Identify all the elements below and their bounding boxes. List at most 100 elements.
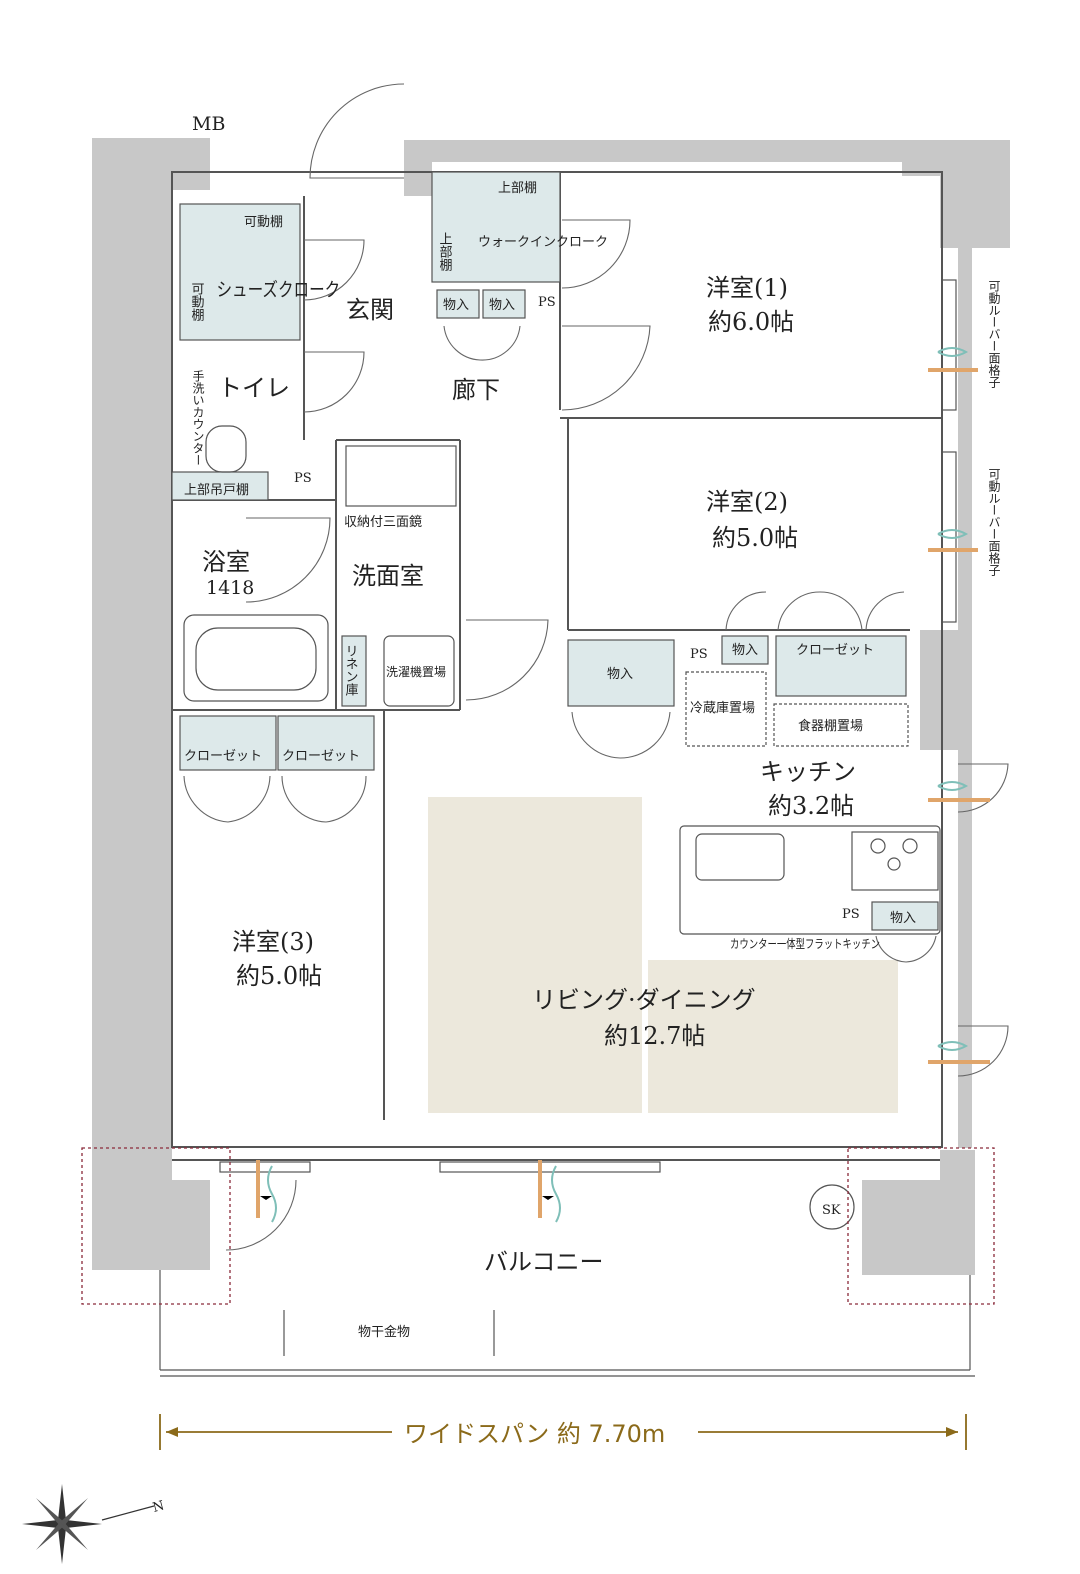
- sink: [345, 445, 457, 507]
- door-side-kitchen: [957, 763, 1009, 813]
- western1-size: 約6.0帖: [708, 308, 794, 336]
- door-hall-storage: [443, 325, 521, 361]
- kitchen-name: キッチン: [760, 758, 856, 786]
- dish-shelf-spot: [773, 703, 909, 747]
- bath-name: 浴室: [202, 548, 250, 576]
- wall-right-mid: [920, 630, 960, 750]
- walkin-closet: [431, 171, 561, 283]
- window-marker-2: [542, 1196, 554, 1200]
- toilet-label: トイレ: [218, 374, 290, 402]
- storage-1: [436, 289, 480, 319]
- storage-areas: [171, 171, 939, 931]
- closet-kitchen: [775, 635, 907, 697]
- western3-name: 洋室(3): [232, 928, 314, 956]
- doors: [183, 83, 1009, 1251]
- door-balcony-left: [225, 1179, 297, 1251]
- burner-2: [902, 838, 918, 854]
- dining-floor: [648, 960, 898, 1113]
- linen-label: リネン庫: [343, 644, 359, 696]
- marker-balcony-right: [847, 1147, 995, 1305]
- upper-hanging-shelf-label: 上部吊戸棚: [184, 483, 249, 498]
- western2-size: 約5.0帖: [712, 524, 798, 552]
- western1-name: 洋室(1): [706, 274, 788, 302]
- washer-label: 洗濯機置場: [386, 664, 446, 679]
- hallway-label: 廊下: [452, 376, 500, 404]
- storage-small-label: 物入: [732, 643, 758, 658]
- washroom-label: 洗面室: [352, 562, 424, 590]
- linen-storage: [341, 635, 367, 707]
- wide-span: ワイドスパン 約 7.70m: [159, 1414, 967, 1450]
- living-floor: [428, 797, 642, 1113]
- door-storage-kitchen: [571, 711, 671, 759]
- wall-left: [92, 138, 210, 1152]
- fridge-spot: [685, 671, 767, 747]
- storage-kitchen-label: 物入: [607, 667, 633, 682]
- wall-bottom-right: [862, 1150, 975, 1275]
- sk-circle: [809, 1184, 855, 1230]
- window-w1: [941, 279, 957, 411]
- kitchen-sink: [695, 833, 785, 881]
- vertical-labels: 上部棚 可動棚 手洗いカウンター リネン庫 可動ルーバー面格子 可動ルーバー面格…: [189, 232, 1002, 696]
- closet-right-label: クローゼット: [282, 749, 360, 764]
- bath-size: 1418: [206, 577, 254, 599]
- door-shoes: [303, 239, 365, 301]
- upper-shelf-label: 上部棚: [498, 181, 537, 196]
- stove: [851, 831, 939, 891]
- storage-2: [482, 289, 526, 319]
- wall-bottom-left: [92, 1150, 210, 1270]
- kitchen-size: 約3.2帖: [768, 792, 854, 820]
- kitchen-counter: [679, 825, 941, 935]
- counter-kitchen-label: カウンター一体型フラットキッチン: [730, 937, 880, 951]
- door-washroom: [465, 619, 549, 701]
- walkin-label: ウォークインクローク: [478, 235, 608, 250]
- burner-3: [887, 857, 901, 871]
- door-walkin: [561, 219, 631, 289]
- ps-label-1: PS: [538, 295, 556, 310]
- door-bath: [245, 517, 331, 603]
- burner-1: [870, 838, 886, 854]
- mb-label: MB: [192, 113, 225, 135]
- door-closets-left: [183, 775, 367, 823]
- closet-left-label: クローゼット: [184, 749, 262, 764]
- window-w3: [219, 1161, 311, 1173]
- shoes-cloak-label: シューズクローク: [216, 280, 340, 302]
- ps-label-2: PS: [294, 471, 312, 486]
- compass: N: [22, 1484, 166, 1564]
- marker-balcony-left: [81, 1147, 231, 1305]
- compass-north: N: [151, 1498, 166, 1515]
- ld-name: リビング·ダイニング: [532, 986, 756, 1014]
- shoes-closet: [179, 203, 301, 341]
- door-side-ld: [957, 1025, 1009, 1077]
- louver-label-1: 可動ルーバー面格子: [987, 280, 1001, 388]
- closet-right: [277, 715, 375, 771]
- washer-spot: [383, 635, 455, 707]
- door-toilet: [303, 351, 365, 413]
- movable-shelf-side: 可動棚: [189, 282, 205, 321]
- fixtures: [159, 425, 975, 1377]
- storage-kitchen: [567, 639, 675, 707]
- bathtub: [183, 614, 329, 702]
- storage-small: [721, 635, 769, 665]
- front-door: [309, 83, 405, 179]
- storage-pantry: [871, 901, 939, 931]
- mirror-label: 収納付三面鏡: [344, 515, 422, 530]
- window-marker-1: [260, 1196, 272, 1200]
- wide-span-label: ワイドスパン 約 7.70m: [404, 1420, 665, 1448]
- wall-right-strip: [958, 248, 972, 1148]
- wall-top-center: [404, 140, 432, 196]
- labels: MB 上部棚 ウォークインクローク 可動棚 シューズクローク 玄関 物入 物入 …: [184, 113, 916, 1340]
- storage-2-label: 物入: [489, 298, 515, 313]
- movable-shelf-top-label: 可動棚: [244, 215, 283, 230]
- upper-shelf-vertical: 上部棚: [437, 232, 453, 271]
- balcony-label: バルコニー: [484, 1248, 604, 1276]
- door-closet-kitchen: [777, 591, 905, 631]
- hand-wash-label: 手洗いカウンター: [191, 370, 205, 466]
- window-ld: [439, 1161, 661, 1173]
- walkin-label-text: ウォークインクローク: [478, 235, 608, 250]
- clothes-hanger-label: 物干金物: [358, 1324, 410, 1340]
- storage-pantry-label: 物入: [890, 911, 916, 926]
- door-western1: [561, 325, 651, 411]
- storage-1-label: 物入: [443, 298, 469, 313]
- toilet-shelf: [171, 471, 269, 501]
